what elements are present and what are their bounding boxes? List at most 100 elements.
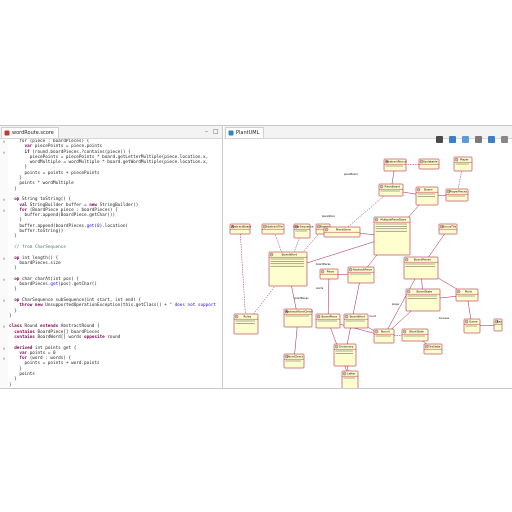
- uml-class-wordcheck[interactable]: WordCheck: [283, 353, 305, 369]
- uml-class-abstracttile[interactable]: AbstractTile: [261, 223, 285, 235]
- uml-class-boardpiece[interactable]: BoardPiece: [315, 313, 341, 329]
- maximize-icon[interactable]: □: [213, 128, 219, 135]
- association-edge: [287, 228, 324, 270]
- uml-class-updatable[interactable]: Updatable: [418, 158, 440, 170]
- class-stereotype-icon: [334, 344, 339, 349]
- code-token: opposite: [84, 334, 105, 340]
- minimize-icon[interactable]: –: [205, 128, 208, 135]
- code-line: }: [0, 309, 222, 314]
- fold-toggle-icon[interactable]: ⊖: [2, 139, 6, 144]
- class-stereotype-icon: [316, 314, 321, 319]
- fold-toggle-icon[interactable]: ⊖: [2, 276, 6, 282]
- code-line: }: [0, 314, 222, 319]
- fold-toggle-icon[interactable]: ⊖: [2, 297, 6, 303]
- uml-class-game[interactable]: Game: [463, 318, 481, 334]
- uml-class-boardword2[interactable]: BoardWord: [343, 313, 369, 329]
- fold-toggle-icon[interactable]: ⊖: [2, 345, 6, 351]
- code-text: contains BoardWord[] words opposite roun…: [9, 335, 120, 340]
- code-token: round: [104, 334, 121, 340]
- code-text: points * wordMultiple: [9, 181, 73, 186]
- uml-class-bonustile[interactable]: BonusTile: [438, 223, 458, 235]
- code-line: }: [0, 383, 222, 388]
- uml-class-tilestate[interactable]: TileState: [423, 343, 443, 355]
- fold-toggle-icon[interactable]: ⊖: [2, 324, 6, 330]
- uml-class-boardstate[interactable]: BoardState: [405, 288, 441, 312]
- code-line: boardPieces.get(pos).getChar(): [0, 282, 222, 287]
- uml-class-abstractpiece[interactable]: AbstractPiece: [347, 266, 375, 284]
- uml-class-wordstate[interactable]: WordState: [401, 328, 429, 342]
- code-token: int points get {: [32, 345, 77, 351]
- uml-class-playerpieces[interactable]: PlayerPieces: [445, 188, 469, 202]
- code-token: }: [9, 313, 12, 319]
- class-stereotype-icon: [464, 319, 469, 324]
- code-token: boardPieces.: [9, 282, 51, 288]
- class-stereotype-icon: [269, 252, 274, 257]
- uml-class-piecestore[interactable]: PieceStore: [323, 226, 361, 238]
- uml-class-abstractround[interactable]: AbstractRound: [383, 158, 407, 172]
- export-icon[interactable]: [435, 136, 443, 143]
- code-token: (: [94, 223, 97, 229]
- uml-class-boardpieces[interactable]: BoardPieces: [403, 256, 439, 280]
- fold-toggle-icon[interactable]: ⊖: [2, 149, 6, 155]
- class-stereotype-icon: [406, 289, 411, 294]
- code-text: points = points + word.points: [9, 361, 100, 366]
- code-line: points = points + word.points: [0, 361, 222, 366]
- uml-class-boardword[interactable]: BoardWord: [268, 251, 308, 287]
- class-stereotype-icon: [384, 159, 389, 164]
- code-token: UnsupportedOperationException(this.getCl…: [42, 303, 170, 309]
- class-stereotype-icon: [324, 227, 329, 232]
- uml-class-point[interactable]: Point: [455, 288, 479, 302]
- code-token: String toString() {: [19, 197, 72, 203]
- uml-class-board[interactable]: Board: [415, 186, 439, 206]
- code-line: val StringBuilder buffer = new StringBui…: [0, 203, 222, 208]
- uml-class-pieceboard[interactable]: PieceBoard: [378, 183, 404, 197]
- code-text: }: [9, 234, 17, 239]
- zoom-in-icon[interactable]: [448, 136, 456, 143]
- class-stereotype-icon: [348, 267, 353, 272]
- uml-class-rules[interactable]: Rules: [233, 313, 259, 335]
- code-text: class Round extends AbstractRound {: [9, 324, 100, 329]
- class-stereotype-icon: [494, 319, 499, 324]
- uml-class-abstractboard[interactable]: AbstractBoard: [229, 223, 252, 235]
- uml-class-key[interactable]: Key: [493, 318, 503, 332]
- class-stereotype-icon: [424, 344, 429, 349]
- fold-toggle-icon[interactable]: ⊖: [2, 255, 6, 261]
- code-line: }: [0, 176, 222, 181]
- zoom-out-icon[interactable]: [461, 136, 469, 143]
- plantuml-tabbar: PlantUML: [224, 126, 512, 143]
- uml-class-piece[interactable]: Piece: [319, 268, 339, 280]
- class-name: PlayerPieces: [450, 190, 468, 194]
- uml-class-round[interactable]: Round: [373, 328, 395, 344]
- uml-class-charsequence[interactable]: CharSequence: [293, 223, 314, 239]
- code-token: get: [86, 223, 95, 229]
- code-token: contains: [14, 334, 35, 340]
- fold-toggle-icon[interactable]: ⊖: [2, 356, 6, 362]
- code-token: [9, 203, 19, 208]
- uml-class-player[interactable]: Player: [453, 156, 473, 172]
- code-editor[interactable]: ⊖ for (piece : boardPieces) { var pieceP…: [0, 139, 222, 388]
- class-stereotype-icon: [316, 224, 321, 229]
- code-token: val: [19, 202, 28, 208]
- uml-class-letter[interactable]: Letter: [341, 370, 359, 388]
- uml-class-multipiecestore[interactable]: MultiplePieceStore: [373, 216, 411, 256]
- code-token: points = points + word.points: [9, 361, 100, 367]
- code-token: StringBuilder buffer =: [27, 202, 90, 208]
- code-token: derived: [14, 345, 33, 351]
- pin-icon[interactable]: [487, 136, 495, 143]
- editor-tab[interactable]: wordRoute.score: [1, 127, 59, 138]
- fold-toggle-icon[interactable]: ⊖: [2, 197, 6, 203]
- plantuml-tab[interactable]: PlantUML: [225, 127, 265, 138]
- code-line: }: [0, 165, 222, 170]
- class-box: [333, 343, 357, 367]
- uml-class-abstractwordcheck[interactable]: AbstractWordCheck: [283, 308, 313, 328]
- link-icon[interactable]: [474, 136, 482, 143]
- code-text: buffer.toString(): [9, 229, 63, 234]
- code-token: }: [9, 165, 28, 171]
- code-token: // from CharSequence: [14, 244, 66, 250]
- code-line: var points = 0: [0, 351, 222, 356]
- minimize-view-icon[interactable]: [501, 136, 508, 143]
- fold-toggle-icon[interactable]: ⊖: [2, 207, 6, 213]
- class-stereotype-icon: [379, 184, 384, 189]
- uml-class-dictionary[interactable]: Dictionary: [333, 343, 357, 367]
